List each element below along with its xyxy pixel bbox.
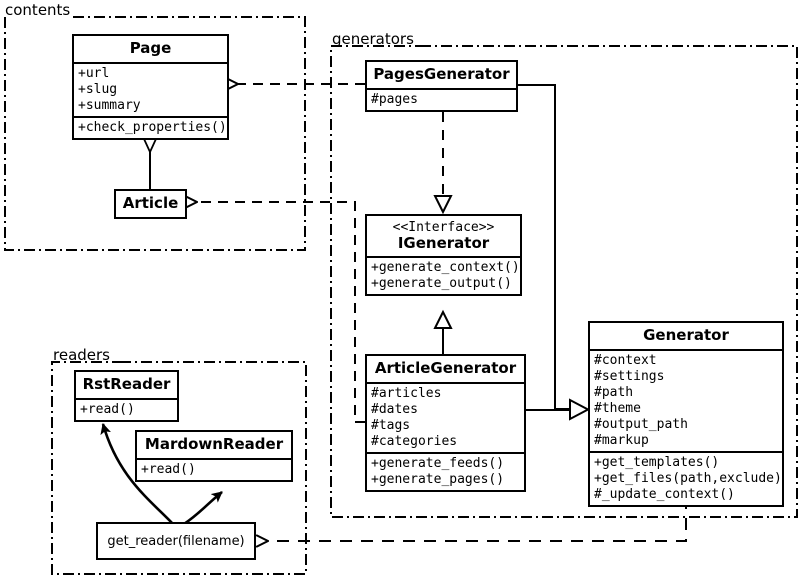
- attribute-path: #path: [594, 385, 634, 400]
- operation-update-context: #_update_context(): [594, 487, 735, 502]
- operation-read-rst: +read(): [80, 402, 135, 417]
- attribute-slug: +slug: [78, 82, 118, 97]
- class-box-igenerator[interactable]: <<Interface>> IGenerator +generate_conte…: [365, 214, 522, 296]
- class-operations-generator: +get_templates() +get_files(path,exclude…: [590, 451, 782, 505]
- generalization-pagesgenerator-to-generator: [518, 84, 572, 410]
- class-box-article[interactable]: Article: [114, 189, 187, 219]
- attribute-settings: #settings: [594, 369, 665, 384]
- package-frame-generators: [330, 45, 798, 518]
- class-operations-page: +check_properties(): [74, 116, 227, 138]
- class-attributes-pagesgenerator: #pages: [367, 88, 516, 110]
- class-stereotype-igenerator: <<Interface>>: [392, 220, 495, 235]
- attribute-pages: #pages: [371, 92, 418, 107]
- return-getreader-to-rstreader: [100, 423, 174, 525]
- dependency-generator-to-getreader: [268, 497, 687, 541]
- class-name-pagesgenerator: PagesGenerator: [373, 65, 510, 83]
- attribute-dates: #dates: [371, 402, 418, 417]
- operation-generate-pages: +generate_pages(): [371, 472, 505, 487]
- attribute-context: #context: [594, 353, 657, 368]
- attribute-markup: #markup: [594, 433, 649, 448]
- class-attributes-generator: #context #settings #path #theme #output_…: [590, 349, 782, 451]
- class-operations-mardownreader: +read(): [137, 458, 291, 480]
- class-operations-rstreader: +read(): [76, 398, 177, 420]
- class-box-generator[interactable]: Generator #context #settings #path #them…: [588, 321, 784, 507]
- attribute-tags: #tags: [371, 418, 411, 433]
- class-name-rstreader: RstReader: [82, 375, 171, 393]
- generalization-arrowhead-igenerator: [433, 309, 453, 329]
- attribute-theme: #theme: [594, 401, 641, 416]
- class-attributes-page: +url +slug +summary: [74, 62, 227, 116]
- function-box-get-reader[interactable]: get_reader(filename): [96, 522, 256, 560]
- package-label-contents: contents: [5, 1, 71, 19]
- class-name-page: Page: [129, 39, 172, 57]
- class-name-article: Article: [122, 194, 179, 212]
- class-name-generator: Generator: [643, 326, 729, 344]
- return-getreader-to-mardownreader: [183, 490, 223, 526]
- class-name-articlegenerator: ArticleGenerator: [374, 359, 517, 377]
- operation-get-files: +get_files(path,exclude): [594, 471, 782, 486]
- operation-get-templates: +get_templates(): [594, 455, 720, 470]
- class-operations-articlegenerator: +generate_feeds() +generate_pages(): [367, 452, 524, 490]
- class-box-mardownreader[interactable]: MardownReader +read(): [135, 430, 293, 482]
- attribute-articles: #articles: [371, 386, 442, 401]
- realization-arrowhead-igenerator: [433, 195, 453, 215]
- class-operations-igenerator: +generate_context() +generate_output(): [367, 256, 520, 294]
- class-box-articlegenerator[interactable]: ArticleGenerator #articles #dates #tags …: [365, 354, 526, 492]
- class-box-pagesgenerator[interactable]: PagesGenerator #pages: [365, 60, 518, 112]
- function-label-get-reader: get_reader(filename): [107, 533, 245, 549]
- class-box-page[interactable]: Page +url +slug +summary +check_properti…: [72, 34, 229, 140]
- class-name-igenerator: IGenerator: [397, 234, 490, 252]
- attribute-url: +url: [78, 66, 110, 81]
- package-label-generators: generators: [332, 30, 414, 48]
- operation-generate-output: +generate_output(): [371, 276, 512, 291]
- dependency-articlegenerator-to-article: [197, 202, 365, 423]
- class-name-mardownreader: MardownReader: [144, 435, 284, 453]
- operation-read-markdown: +read(): [141, 462, 196, 477]
- package-frame-contents: [4, 16, 306, 251]
- class-box-rstreader[interactable]: RstReader +read(): [74, 370, 179, 422]
- attribute-categories: #categories: [371, 434, 458, 449]
- package-frame-readers: [51, 361, 307, 575]
- attribute-summary: +summary: [78, 98, 141, 113]
- class-attributes-articlegenerator: #articles #dates #tags #categories: [367, 382, 524, 452]
- generalization-arrowhead-generator: [569, 398, 591, 421]
- operation-generate-feeds: +generate_feeds(): [371, 456, 505, 471]
- attribute-output-path: #output_path: [594, 417, 688, 432]
- package-label-readers: readers: [53, 346, 110, 364]
- operation-check-properties: +check_properties(): [78, 120, 227, 135]
- operation-generate-context: +generate_context(): [371, 260, 520, 275]
